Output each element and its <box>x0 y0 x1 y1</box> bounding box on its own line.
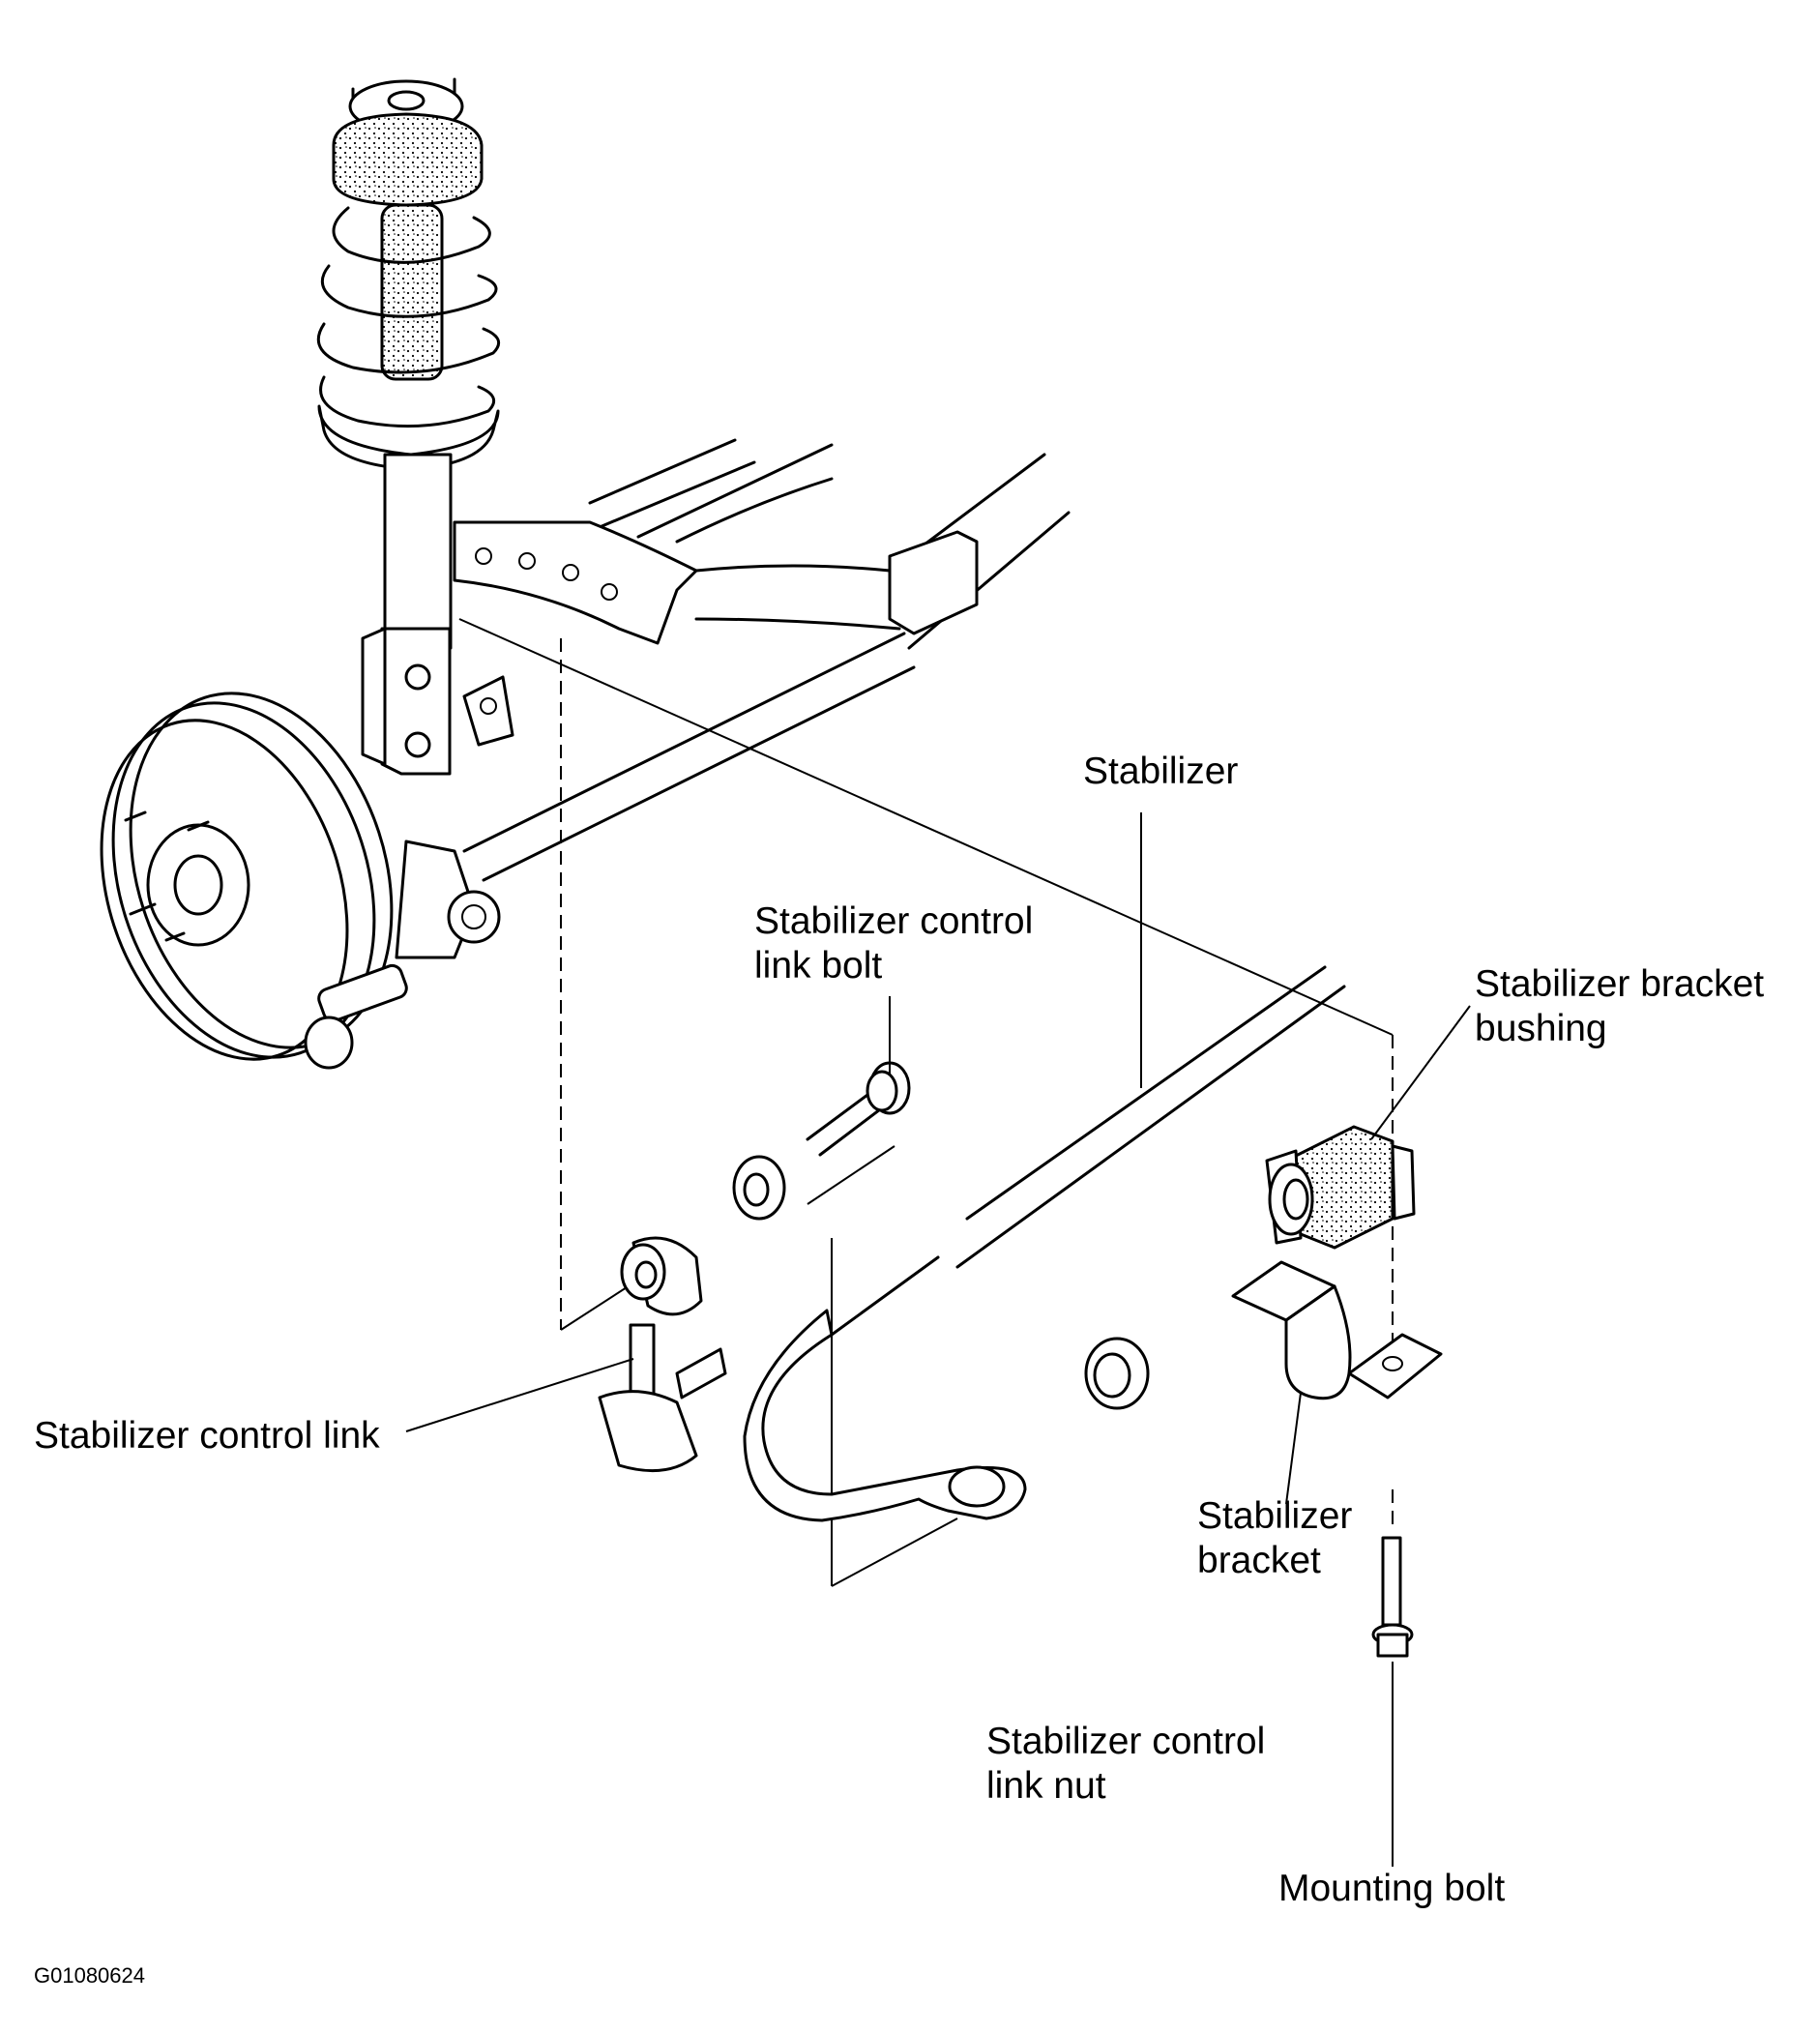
assembly-guide-lines <box>458 618 1394 1867</box>
label-mounting-bolt: Mounting bolt <box>1278 1868 1506 1909</box>
control-link <box>598 1236 727 1473</box>
label-stabilizer: Stabilizer <box>1083 751 1239 792</box>
label-control-link: Stabilizer control link <box>34 1415 380 1457</box>
bracket-bushing <box>1265 1125 1416 1250</box>
figure-id: G01080624 <box>34 1963 145 1988</box>
mounting-bolt <box>1371 1536 1414 1658</box>
label-bracket-bushing: Stabilizer bracket bushing <box>1475 963 1765 1049</box>
brake-drum <box>100 692 501 1070</box>
label-leaders <box>405 812 1471 1505</box>
stabilizer-bracket <box>1231 1260 1443 1400</box>
control-link-bolt <box>806 1061 911 1157</box>
control-link-nut <box>1084 1337 1150 1410</box>
strut-assembly <box>316 77 501 776</box>
label-control-link-bolt: Stabilizer control link bolt <box>754 900 1034 987</box>
washer <box>732 1155 786 1221</box>
label-control-link-nut: Stabilizer control link nut <box>986 1721 1266 1807</box>
axle-beam <box>453 438 1071 882</box>
stabilizer-bar <box>743 965 1346 1522</box>
label-bracket: Stabilizer bracket <box>1197 1495 1353 1581</box>
